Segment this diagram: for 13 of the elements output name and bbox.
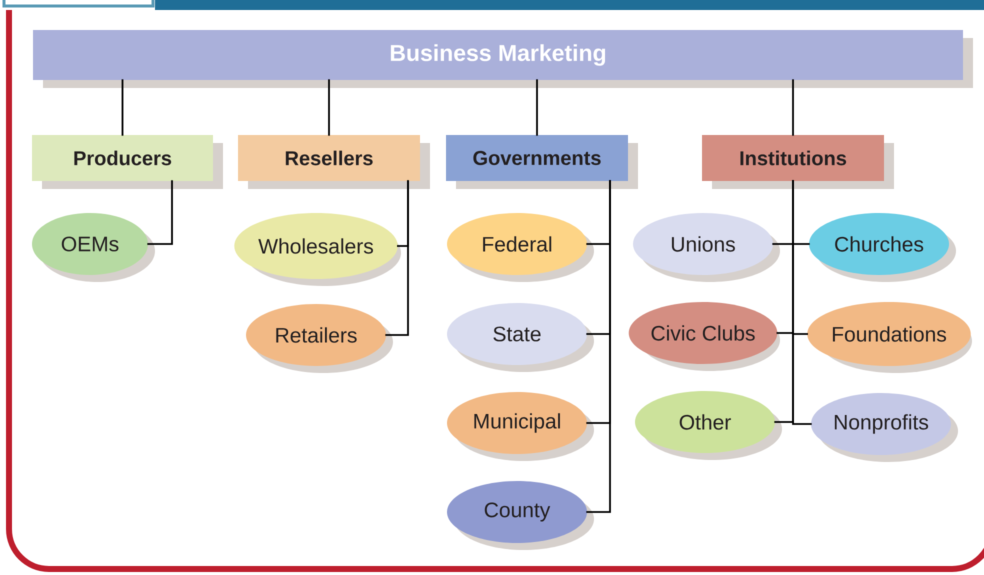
category-box: Producers (32, 135, 223, 189)
connector-line (792, 79, 794, 136)
connector-line (586, 180, 611, 513)
connector-line (147, 180, 173, 245)
connector-line (328, 79, 330, 136)
title-bar: Business Marketing (33, 30, 974, 88)
connector-line (385, 180, 409, 336)
category-box: Governments (446, 135, 638, 189)
category-box: Resellers (238, 135, 430, 189)
connector-line (792, 180, 812, 425)
category-box: Institutions (702, 135, 894, 189)
connector-line (122, 79, 124, 136)
connector-line (536, 79, 538, 136)
